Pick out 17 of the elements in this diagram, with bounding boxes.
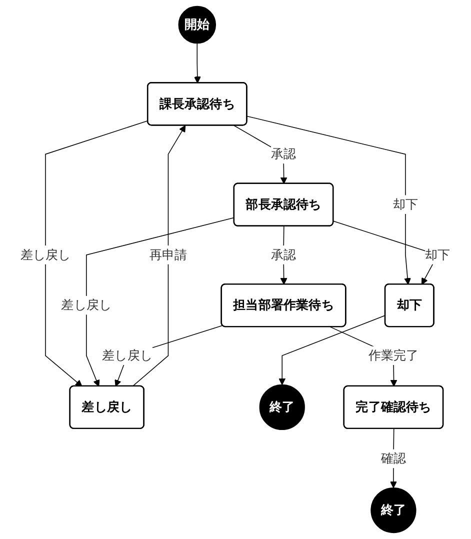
edge-label: 却下: [393, 196, 418, 212]
edge-label: 作業完了: [368, 348, 419, 363]
edge-label: 承認: [271, 247, 296, 262]
arrow: [194, 42, 202, 84]
arrow: [278, 314, 386, 386]
node-circle: 終了: [370, 487, 416, 534]
edge-label: 差し戻し: [61, 297, 112, 312]
node-circle: 開始: [178, 6, 216, 44]
edge-label: 差し戻し: [20, 247, 71, 262]
edge-label: 再申請: [150, 247, 188, 262]
node-circle: 終了: [260, 384, 306, 430]
arrow: [132, 125, 186, 387]
edge-label: 確認: [381, 450, 406, 466]
arrow: [45, 120, 149, 387]
edge-label: 差し戻し: [102, 348, 153, 363]
edge-label: 却下: [425, 247, 450, 262]
edge-label: 承認: [271, 146, 296, 162]
